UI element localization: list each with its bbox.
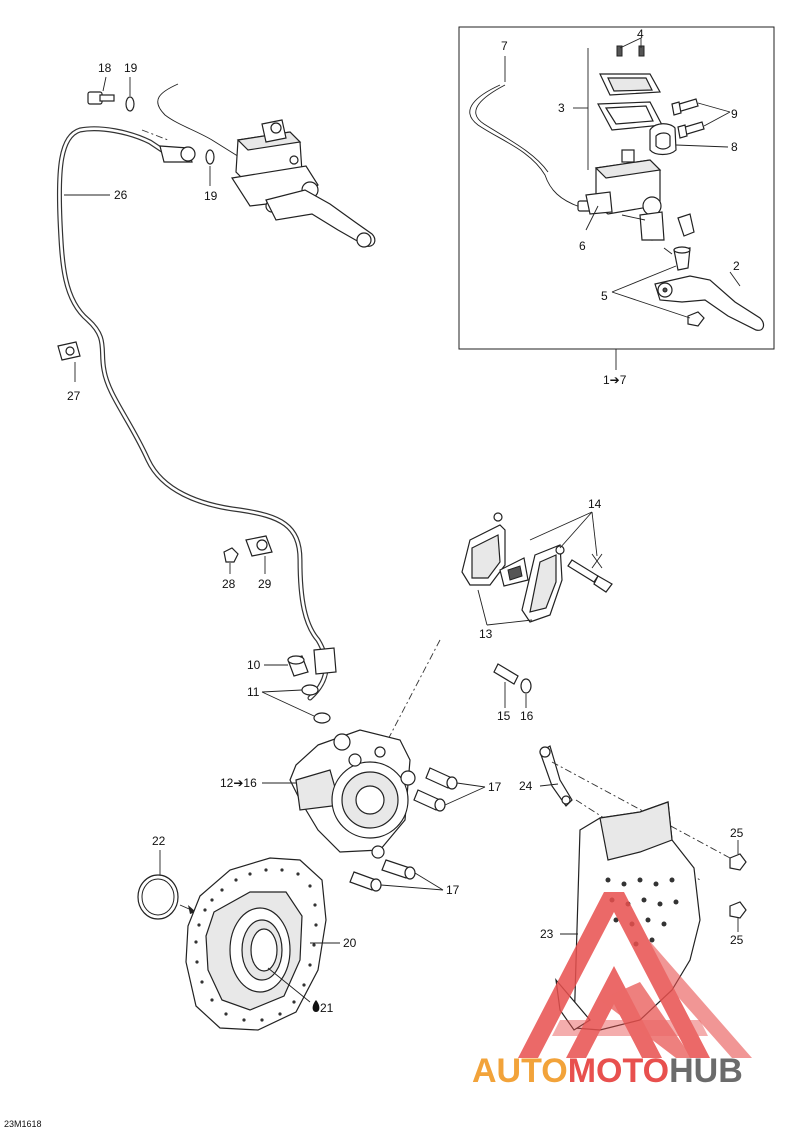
guard-bracket [539, 745, 573, 807]
brake-pad-left [461, 512, 506, 586]
callout-20: 20 [343, 936, 357, 950]
brake-lever-inset [654, 275, 765, 331]
callout-15: 15 [497, 709, 511, 723]
watermark-part-auto: AUTO [472, 1052, 568, 1090]
callout-11: 11 [247, 685, 260, 699]
watermark-text: AUTOMOTOHUB [472, 1052, 743, 1090]
callout-8: 8 [731, 140, 738, 154]
clamp-bolts [671, 98, 705, 139]
callout-13: 13 [479, 627, 493, 641]
callout-5: 5 [601, 289, 608, 303]
callout-9: 9 [731, 107, 738, 121]
pad-pin [567, 553, 613, 593]
callout-17-lower: 17 [446, 883, 460, 897]
brake-switch-wire-main [157, 83, 245, 161]
callout-24: 24 [519, 779, 533, 793]
callout-29: 29 [258, 577, 272, 591]
callout-16: 16 [520, 709, 534, 723]
callout-25-upper: 25 [730, 826, 744, 840]
callout-25-lower: 25 [730, 933, 744, 947]
callout-10: 10 [247, 658, 261, 672]
master-cylinder-body-inset [585, 149, 665, 241]
brake-caliper [289, 729, 416, 859]
caliper-banjo-bolt [287, 655, 309, 677]
disc-vent-holes [194, 868, 318, 1022]
callout-6: 6 [579, 239, 586, 253]
callout-22: 22 [152, 834, 166, 848]
callout-28: 28 [222, 577, 236, 591]
callout-4: 4 [637, 27, 644, 41]
caliper-bolts-upper [413, 767, 458, 812]
brake-pad-right [521, 544, 565, 623]
threadlocker-drop-icon [312, 1000, 320, 1012]
bleeder-screw [493, 663, 519, 685]
automotohub-watermark-logo [518, 892, 752, 1058]
callout-21: 21 [320, 1001, 334, 1015]
pivot-nut [687, 311, 705, 327]
callout-26: 26 [114, 188, 128, 202]
o-ring [137, 874, 179, 920]
rubber-boot [677, 213, 695, 237]
reservoir-gasket [597, 101, 663, 131]
callout-19-upper: 19 [124, 61, 138, 75]
brake-hose [56, 126, 337, 701]
sealing-washer-hose [205, 149, 215, 165]
brake-lever-main [265, 189, 376, 248]
handlebar-clamp [649, 123, 677, 156]
pivot-bolt-inset [673, 246, 691, 271]
callout-2: 2 [733, 259, 740, 273]
bleeder-cap [520, 678, 532, 694]
reservoir-cover [599, 73, 661, 96]
watermark-part-hub: HUB [669, 1052, 743, 1090]
clip-nut [223, 547, 239, 563]
caliper-washer-lower [313, 712, 331, 724]
callout-18: 18 [98, 61, 112, 75]
figure-code: 23M1618 [4, 1119, 42, 1129]
brake-switch-wire [469, 84, 601, 212]
callout-12-16: 12➔16 [220, 776, 257, 790]
caliper-washer-upper [301, 684, 319, 696]
hose-bracket [245, 535, 273, 557]
banjo-bolt [87, 91, 115, 105]
guard-nut-upper [729, 853, 747, 871]
callout-1-7: 1➔7 [603, 373, 627, 387]
callout-7: 7 [501, 39, 508, 53]
callout-27: 27 [67, 389, 81, 403]
callout-23: 23 [540, 927, 554, 941]
inset-frame [458, 26, 775, 350]
cover-screws [616, 45, 645, 57]
callout-14: 14 [588, 497, 602, 511]
brake-disc [185, 857, 327, 1031]
sealing-washer-upper [125, 96, 135, 112]
callout-3: 3 [558, 101, 565, 115]
hose-clip [57, 341, 81, 361]
pad-spring [499, 557, 529, 587]
callout-17-upper: 17 [488, 780, 502, 794]
caliper-bolts-lower [349, 859, 416, 892]
watermark-part-moto: MOTO [568, 1052, 669, 1090]
guard-nut-lower [729, 901, 747, 919]
callout-19-lower: 19 [204, 189, 218, 203]
